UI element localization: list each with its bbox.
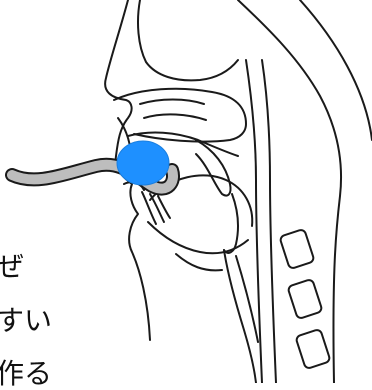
- vertebra-2: [287, 279, 322, 319]
- blue-bolus: [117, 141, 169, 185]
- nasal-cavity-upper-outline: [138, 0, 238, 80]
- vertebra-3: [295, 329, 330, 369]
- trachea-outline: [236, 256, 258, 342]
- pharynx-front-wall: [246, 60, 262, 383]
- neck-back-outline: [300, 0, 372, 140]
- turbinate-line-1: [140, 100, 204, 105]
- vertebra-1: [279, 229, 314, 269]
- turbinate-line-2: [144, 114, 206, 120]
- hyoid-outline: [176, 254, 222, 270]
- caption-line-1: ぜ: [0, 253, 24, 281]
- skull-back-outline: [238, 0, 341, 383]
- pharynx-back-wall: [262, 60, 276, 383]
- epiglottis-outline: [224, 194, 238, 253]
- soft-palate-outline: [196, 140, 231, 196]
- caption-line-2: すい: [0, 307, 52, 335]
- caption-line-3: 作る: [0, 360, 52, 388]
- mandible-outline: [148, 222, 248, 253]
